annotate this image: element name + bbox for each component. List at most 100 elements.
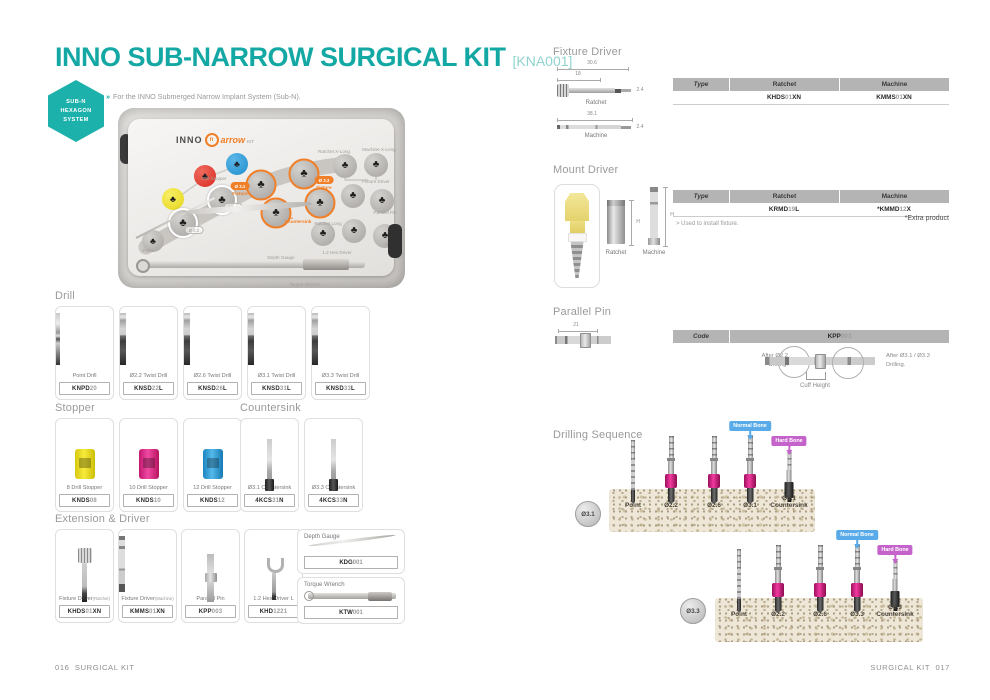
tool-part: [854, 545, 860, 567]
tool-part: [710, 458, 718, 461]
normal-bone-badge: Normal Bone: [836, 530, 878, 549]
tray-label: Drill Stopper: [201, 176, 227, 181]
tray-slot: ♣: [194, 165, 216, 187]
product-name: Point Drill: [72, 373, 97, 380]
sequence-step-label: Ø3.3: [850, 611, 864, 618]
page-title: INNO SUB-NARROW SURGICAL KIT[KNA001]: [55, 42, 572, 73]
pin-end-circle: [832, 347, 864, 379]
tray-label: Point: [142, 248, 154, 253]
sequence-step-label: Point: [731, 611, 747, 618]
tool-part: [737, 599, 741, 613]
tray-label: Ø 3.1: [230, 182, 250, 190]
tool-part: [893, 607, 897, 611]
countersink-tool: [784, 452, 794, 502]
tool-part: [854, 570, 860, 583]
implant-icon: [570, 242, 584, 278]
narrow-n-icon: n: [204, 133, 219, 147]
tray-slot: ♣: [311, 222, 335, 246]
tool-part: [708, 474, 720, 488]
arrow-stem: [748, 431, 751, 435]
product-name: 8 Drill Stopper: [66, 485, 103, 492]
footer-right: SURGICAL KIT 017: [870, 663, 950, 672]
table-header: Ratchet: [730, 190, 840, 203]
arrow-stem: [893, 555, 896, 559]
label-line: Point: [731, 611, 747, 618]
badge-label: Hard Bone: [877, 545, 913, 555]
ratchet-label: Ratchet: [605, 250, 627, 256]
tool-part: [737, 549, 741, 569]
ratchet-label: Ratchet: [585, 100, 607, 106]
tool-part: [775, 570, 781, 583]
table-cell: [673, 203, 729, 217]
clover-icon: ♣: [372, 159, 380, 170]
sequence-step-label: Ø2.2: [664, 502, 678, 509]
tray-slot: ♣: [342, 219, 366, 243]
tool-part: [747, 461, 753, 474]
extra-product-note: *Extra product: [904, 215, 949, 222]
stopper-yellow-icon: [74, 449, 95, 480]
clover-icon: ♣: [316, 196, 324, 209]
table-cell: [673, 91, 729, 105]
badge-label: Hard Bone: [771, 436, 807, 446]
clover-icon: ♣: [150, 235, 156, 246]
clover-icon: ♣: [170, 193, 176, 204]
tray-label: Ratchet Long: [314, 221, 342, 226]
drill-tool: [708, 436, 720, 504]
tool-part: [665, 474, 677, 488]
section-title-drill: Drill: [55, 290, 75, 302]
clover-icon: ♣: [319, 228, 327, 239]
hard-bone-badge: Hard Bone: [877, 545, 913, 564]
section-title-parallel-pin: Parallel Pin: [553, 306, 612, 318]
tool-part: [774, 597, 782, 613]
driver-ratchet-icon: [77, 548, 92, 603]
clover-icon: ♣: [257, 178, 265, 191]
countersink-icon: [265, 439, 274, 492]
twist-drill-icon: [248, 313, 254, 365]
mount-ratchet-diagram: [607, 200, 625, 244]
kit-tray-plate: INNO n arrow KIT ♣♣♣♣♣♣♣♣♣♣♣♣♣♣♣♣♣Drill …: [128, 119, 397, 287]
mount-collar: [567, 233, 587, 242]
product-name: Fixture Driver(Machine): [121, 596, 174, 603]
tool-part: [774, 567, 782, 570]
tool-part: [890, 591, 900, 607]
dim-line: [558, 329, 598, 333]
parallel-pin-diagram: [555, 333, 611, 348]
tray-slot: ♣: [162, 188, 184, 210]
tool-part: [775, 545, 781, 567]
tool-part: [667, 488, 675, 504]
tool-part: [746, 488, 754, 504]
bone-block: [609, 489, 815, 532]
badge-label: Normal Bone: [836, 530, 878, 540]
tool-part: [853, 597, 861, 613]
dim-label: 30.6: [587, 60, 597, 66]
point-drill-icon: [56, 313, 60, 365]
tool-part: [816, 567, 824, 570]
parallel-pin-icon: [204, 554, 217, 603]
clover-icon: ♣: [179, 216, 187, 229]
dim-label: 18: [575, 71, 581, 77]
arrow-down-icon: [785, 450, 792, 455]
tray-label: Fixture: [232, 191, 248, 196]
drill-tool: [665, 436, 677, 504]
tray-slot: ♣: [333, 154, 357, 178]
tray-label: 1.2 Hex Driver: [322, 250, 352, 255]
dim-label: H: [636, 219, 640, 225]
dim-line: [557, 78, 601, 82]
clover-icon: ♣: [341, 160, 349, 171]
tray-slot: ♣: [288, 158, 320, 190]
label-line: Point: [625, 502, 641, 509]
